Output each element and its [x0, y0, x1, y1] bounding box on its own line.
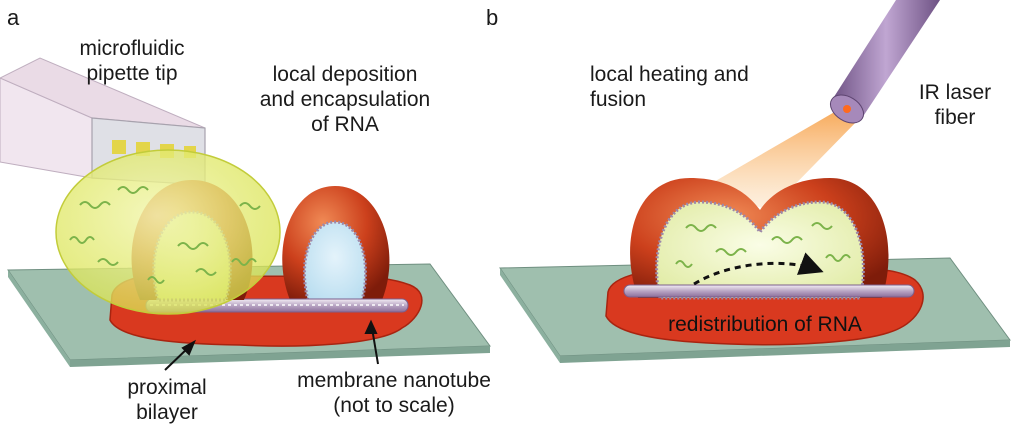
panel-b-letter: b [486, 5, 499, 30]
deposition-label: local deposition and encapsulation of RN… [259, 63, 431, 136]
empty-vesicle [282, 186, 390, 302]
redistribution-arrow [693, 252, 824, 286]
pointer-arrows [164, 319, 379, 371]
bilayer-label: proximal bilayer [127, 376, 207, 424]
pipette-label: microfluidic pipette tip [79, 37, 185, 85]
ir-laser-fiber [829, 0, 940, 124]
panel-a-artwork [0, 57, 491, 367]
membrane-nanotube-b [623, 284, 915, 298]
rna-strands-b [675, 222, 851, 268]
nanotube-label: membrane nanotube (not to scale) [297, 369, 491, 417]
laser-beam [700, 110, 860, 210]
panel-a-letter: a [7, 5, 20, 30]
panel-b-artwork [499, 0, 1011, 363]
rna-droplet [55, 149, 281, 315]
heating-label: local heating and fusion [590, 63, 749, 111]
rna-strands-a [69, 186, 261, 284]
redistribution-label: redistribution of RNA [668, 313, 862, 336]
laser-label: IR laser fiber [918, 81, 992, 129]
